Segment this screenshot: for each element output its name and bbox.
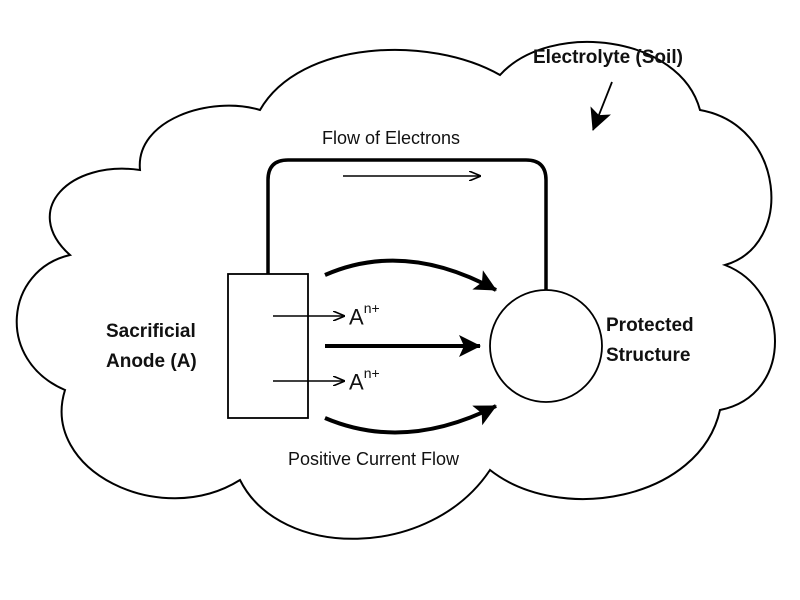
external-wire bbox=[266, 158, 548, 290]
electrolyte-label: Electrolyte (Soil) bbox=[533, 47, 683, 68]
structure-label-line1: Protected bbox=[606, 315, 694, 336]
ion-base: A bbox=[349, 369, 364, 395]
ion-base: A bbox=[349, 304, 364, 330]
ion-charge: n+ bbox=[363, 300, 380, 316]
electrolyte-cloud bbox=[15, 40, 776, 540]
protected-structure bbox=[489, 289, 603, 403]
sacrificial-anode bbox=[227, 273, 309, 419]
electrolyte-pointer-arrow bbox=[590, 81, 613, 131]
structure-label-line2: Structure bbox=[606, 345, 691, 366]
structure-label: Protected Structure bbox=[606, 311, 694, 371]
anode-label-line2: Anode (A) bbox=[106, 351, 197, 372]
anode-label-line1: Sacrificial bbox=[106, 321, 196, 342]
anode-label: Sacrificial Anode (A) bbox=[106, 317, 197, 377]
current-arrow-upper bbox=[324, 258, 497, 292]
ion-charge: n+ bbox=[363, 365, 380, 381]
current-arrow-lower bbox=[324, 404, 497, 435]
flow-of-electrons-label: Flow of Electrons bbox=[322, 128, 461, 148]
metal-ion-label-lower: An+ bbox=[349, 365, 380, 395]
positive-current-label: Positive Current Flow bbox=[288, 449, 460, 469]
metal-ion-label-upper: An+ bbox=[349, 300, 380, 330]
